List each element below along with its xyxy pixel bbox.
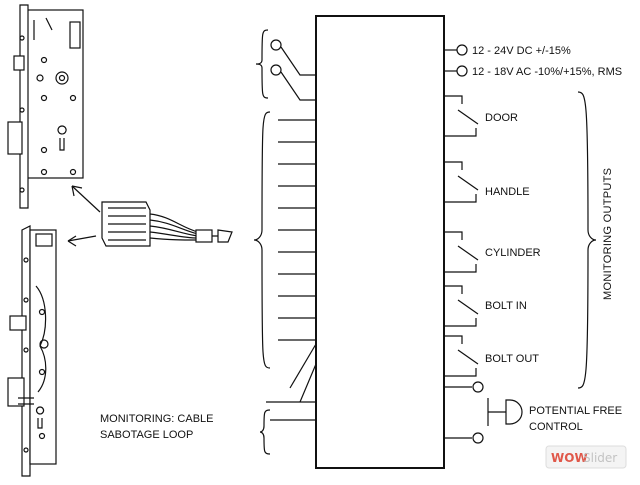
- dc-power-label: 12 - 24V DC +/-15%: [472, 45, 571, 57]
- output-switch-symbol: [444, 231, 479, 273]
- output-label-bolt-out: BOLT OUT: [485, 353, 539, 365]
- output-switch-symbol: [444, 335, 479, 377]
- watermark-part2: Slider: [583, 451, 617, 465]
- lock-body-illustration: [7, 4, 84, 209]
- ac-power-label: 12 - 18V AC -10%/+15%, RMS: [472, 66, 622, 78]
- wowslider-watermark: WOW Slider: [545, 445, 627, 469]
- output-switch-symbol: [444, 95, 479, 137]
- output-label-cylinder: CYLINDER: [485, 247, 541, 259]
- output-label-door: DOOR: [485, 112, 518, 124]
- cable-sabotage-label-line1: MONITORING: CABLE: [100, 413, 213, 425]
- output-label-handle: HANDLE: [485, 186, 530, 198]
- output-label-bolt-in: BOLT IN: [485, 300, 527, 312]
- cable-sabotage-label-line2: SABOTAGE LOOP: [100, 429, 193, 441]
- output-switch-symbol: [444, 161, 479, 203]
- lock-faceplate-illustration: [7, 225, 57, 477]
- potential-free-label-line1: POTENTIAL FREE: [529, 405, 622, 417]
- potential-free-label-line2: CONTROL: [529, 421, 583, 433]
- monitoring-outputs-label: MONITORING OUTPUTS: [602, 168, 614, 300]
- output-switch-symbol: [444, 285, 479, 327]
- control-module: [315, 15, 445, 469]
- connector-cable-illustration: [101, 201, 233, 247]
- watermark-part1: WOW: [551, 451, 588, 465]
